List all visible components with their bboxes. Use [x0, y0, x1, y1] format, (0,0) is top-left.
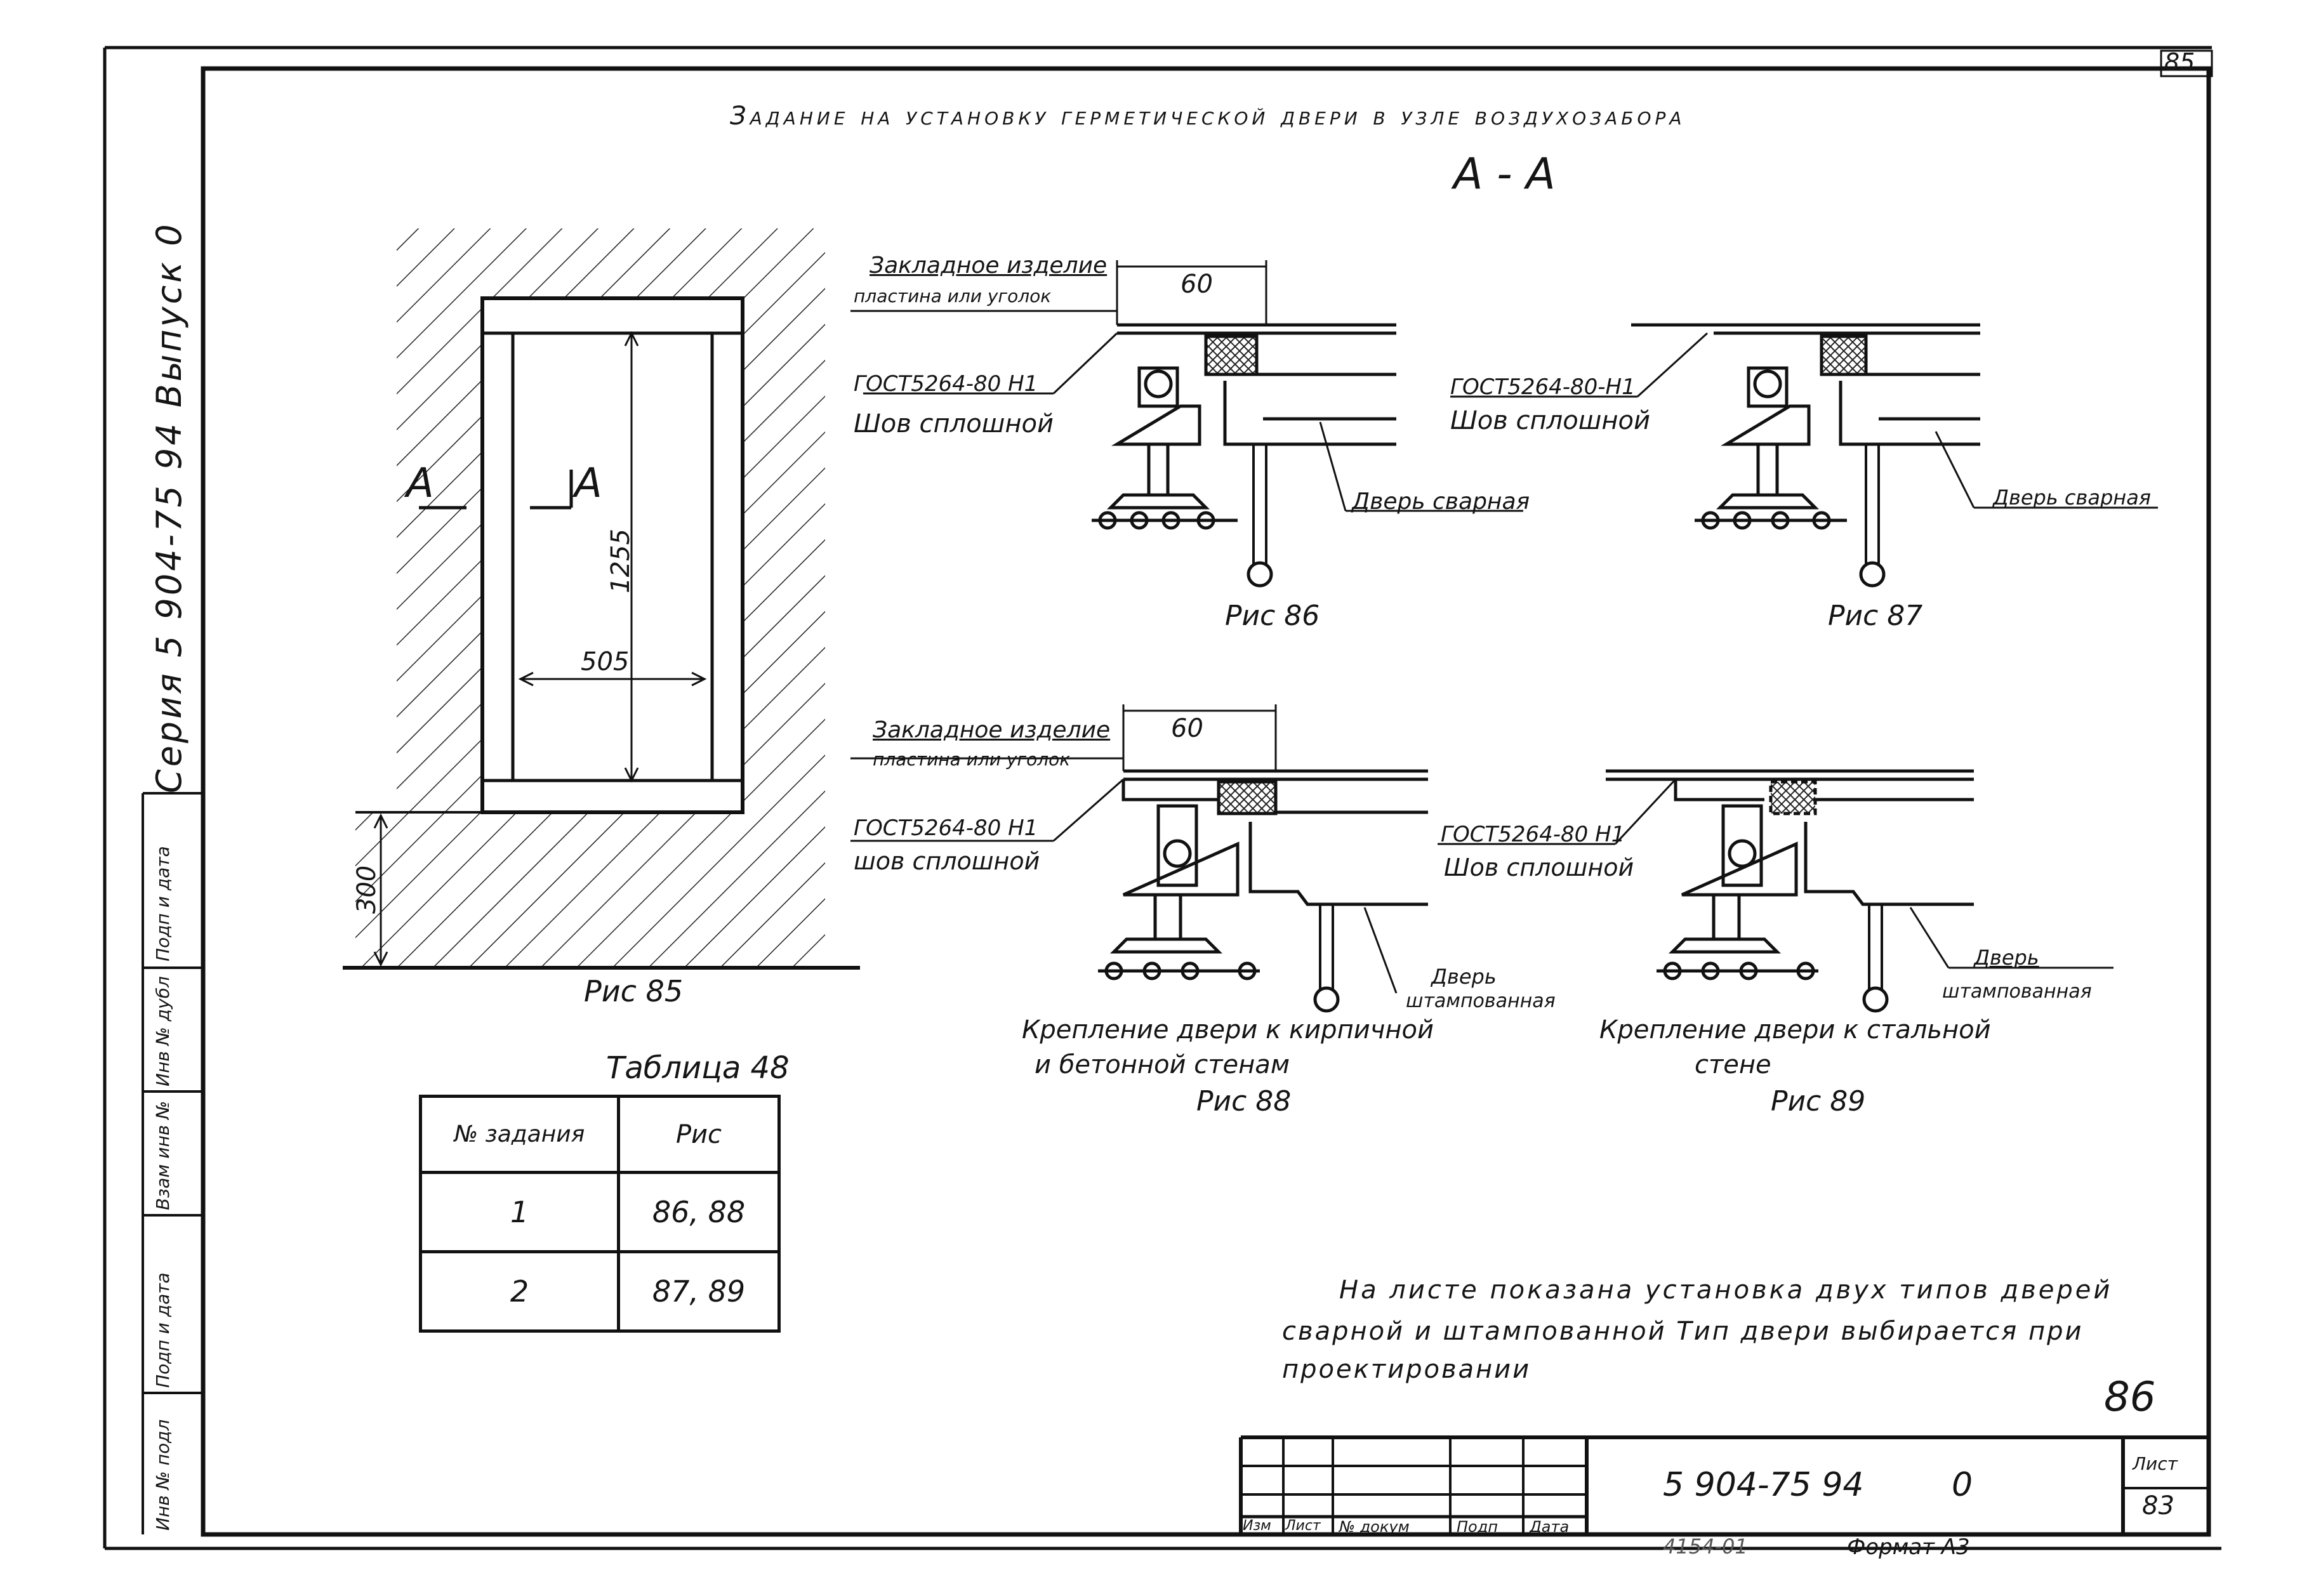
- tb-sheet-label: Лист: [2133, 1453, 2178, 1474]
- fig86-dim: 60: [1181, 270, 1213, 299]
- fig89-desc-1: Крепление двери к стальной: [1599, 1015, 1991, 1045]
- fig87-weld-label-1: ГОСТ5264-80-Н1: [1450, 374, 1636, 400]
- fig85-cut-right: А: [574, 460, 602, 507]
- fig86-weld-label-2: Шов сплошной: [854, 409, 1054, 439]
- fig89-door-label-1: Дверь: [1974, 946, 2039, 970]
- table-cell-fig: 87, 89: [617, 1250, 781, 1333]
- handwritten-sheet-number: 86: [2104, 1374, 2156, 1421]
- fig85-cut-left: А: [406, 460, 434, 507]
- fig87-door-label: Дверь сварная: [1993, 485, 2152, 510]
- fig86-door-label: Дверь сварная: [1352, 489, 1530, 515]
- note-line-3: проектировании: [1282, 1355, 1531, 1384]
- fig85-dim-sill: 300: [352, 865, 381, 914]
- table-header-task: № задания: [419, 1095, 620, 1174]
- table-cell-task: 2: [419, 1250, 620, 1333]
- fig85-dim-width: 505: [581, 647, 630, 676]
- fig86-detail: [1092, 260, 1523, 588]
- fig85-caption: Рис 85: [584, 974, 684, 1008]
- fig87-weld-label-2: Шов сплошной: [1450, 406, 1650, 435]
- tb-header-date: Дата: [1530, 1518, 1570, 1536]
- tb-issue: 0: [1952, 1466, 1973, 1504]
- table48-title: Таблица 48: [606, 1050, 790, 1086]
- note-line-1: На листе показана установка двух типов д…: [1339, 1276, 2113, 1305]
- strip-box-4: Подп и дата: [152, 1272, 173, 1388]
- fig89-desc-2: стене: [1695, 1050, 1771, 1079]
- fig89-door-label-2: штампованная: [1942, 980, 2092, 1003]
- fig88-caption: Рис 88: [1196, 1085, 1292, 1118]
- corner-sheet-number: 85: [2164, 48, 2195, 76]
- fig88-detail: [1098, 704, 1428, 1013]
- table-cell-task: 1: [419, 1171, 620, 1253]
- fig87-detail: [1631, 323, 2158, 588]
- strip-box-2: Инв № дубл: [152, 976, 173, 1086]
- leader-lines: [850, 310, 1709, 845]
- fig88-weld-label-2: шов сплошной: [854, 847, 1040, 875]
- tb-stamp: 4154-01: [1663, 1534, 1748, 1559]
- sheet-frame: [103, 46, 2221, 1550]
- section-label: А - А: [1453, 149, 1556, 199]
- table-header-fig: Рис: [617, 1095, 781, 1174]
- fig89-detail: [1606, 769, 2113, 1013]
- fig85-dim-height: 1255: [606, 529, 635, 593]
- strip-box-1: Подп и дата: [152, 846, 173, 961]
- fig89-caption: Рис 89: [1771, 1085, 1866, 1118]
- fig86-caption: Рис 86: [1225, 600, 1320, 632]
- tb-designation: 5 904-75 94: [1663, 1466, 1864, 1504]
- fig88-desc-1: Крепление двери к кирпичной: [1022, 1015, 1434, 1045]
- strip-box-5: Инв № подл: [152, 1419, 173, 1531]
- fig88-door-label-1: Дверь: [1431, 965, 1497, 989]
- fig88-desc-2: и бетонной стенам: [1035, 1050, 1290, 1079]
- fig86-embed-label-1: Закладное изделие: [870, 253, 1108, 279]
- table-header-row: № задания Рис: [419, 1095, 781, 1174]
- fig89-weld-label-2: Шов сплошной: [1444, 854, 1634, 881]
- fig86-weld-label-1: ГОСТ5264-80 Н1: [854, 371, 1038, 397]
- title-block-lines: [1239, 1435, 2209, 1534]
- table-row: 1 86, 88: [419, 1171, 781, 1253]
- fig88-dim: 60: [1171, 714, 1203, 743]
- fig89-weld-label-1: ГОСТ5264-80 Н1: [1441, 822, 1625, 847]
- tb-header-list: Лист: [1285, 1518, 1321, 1534]
- tb-format: Формат А3: [1847, 1534, 1970, 1560]
- strip-box-3: Взам инв №: [152, 1100, 173, 1210]
- tb-sheet-value: 83: [2142, 1491, 2174, 1520]
- tb-header-doc: № докум: [1339, 1518, 1410, 1536]
- table-cell-fig: 86, 88: [617, 1171, 781, 1253]
- fig87-caption: Рис 87: [1828, 600, 1923, 632]
- fig85-wall: [343, 228, 860, 970]
- tb-header-sign: Подп: [1457, 1518, 1498, 1536]
- sheet-title: Задание на установку герметической двери…: [730, 102, 1686, 131]
- fig88-weld-label-1: ГОСТ5264-80 Н1: [854, 815, 1038, 841]
- tb-header-izm: Изм: [1243, 1518, 1271, 1534]
- table-row: 2 87, 89: [419, 1250, 781, 1333]
- fig88-embed-label-2: пластина или уголок: [873, 749, 1071, 770]
- note-line-2: сварной и штампованной Тип двери выбирае…: [1282, 1317, 2084, 1346]
- fig88-door-label-2: штампованная: [1406, 990, 1556, 1012]
- table48: № задания Рис 1 86, 88 2 87, 89: [419, 1095, 781, 1333]
- fig88-embed-label-1: Закладное изделие: [873, 717, 1111, 743]
- fig86-embed-label-2: пластина или уголок: [854, 286, 1052, 307]
- series-label: Серия 5 904-75 94 Выпуск 0: [149, 221, 189, 793]
